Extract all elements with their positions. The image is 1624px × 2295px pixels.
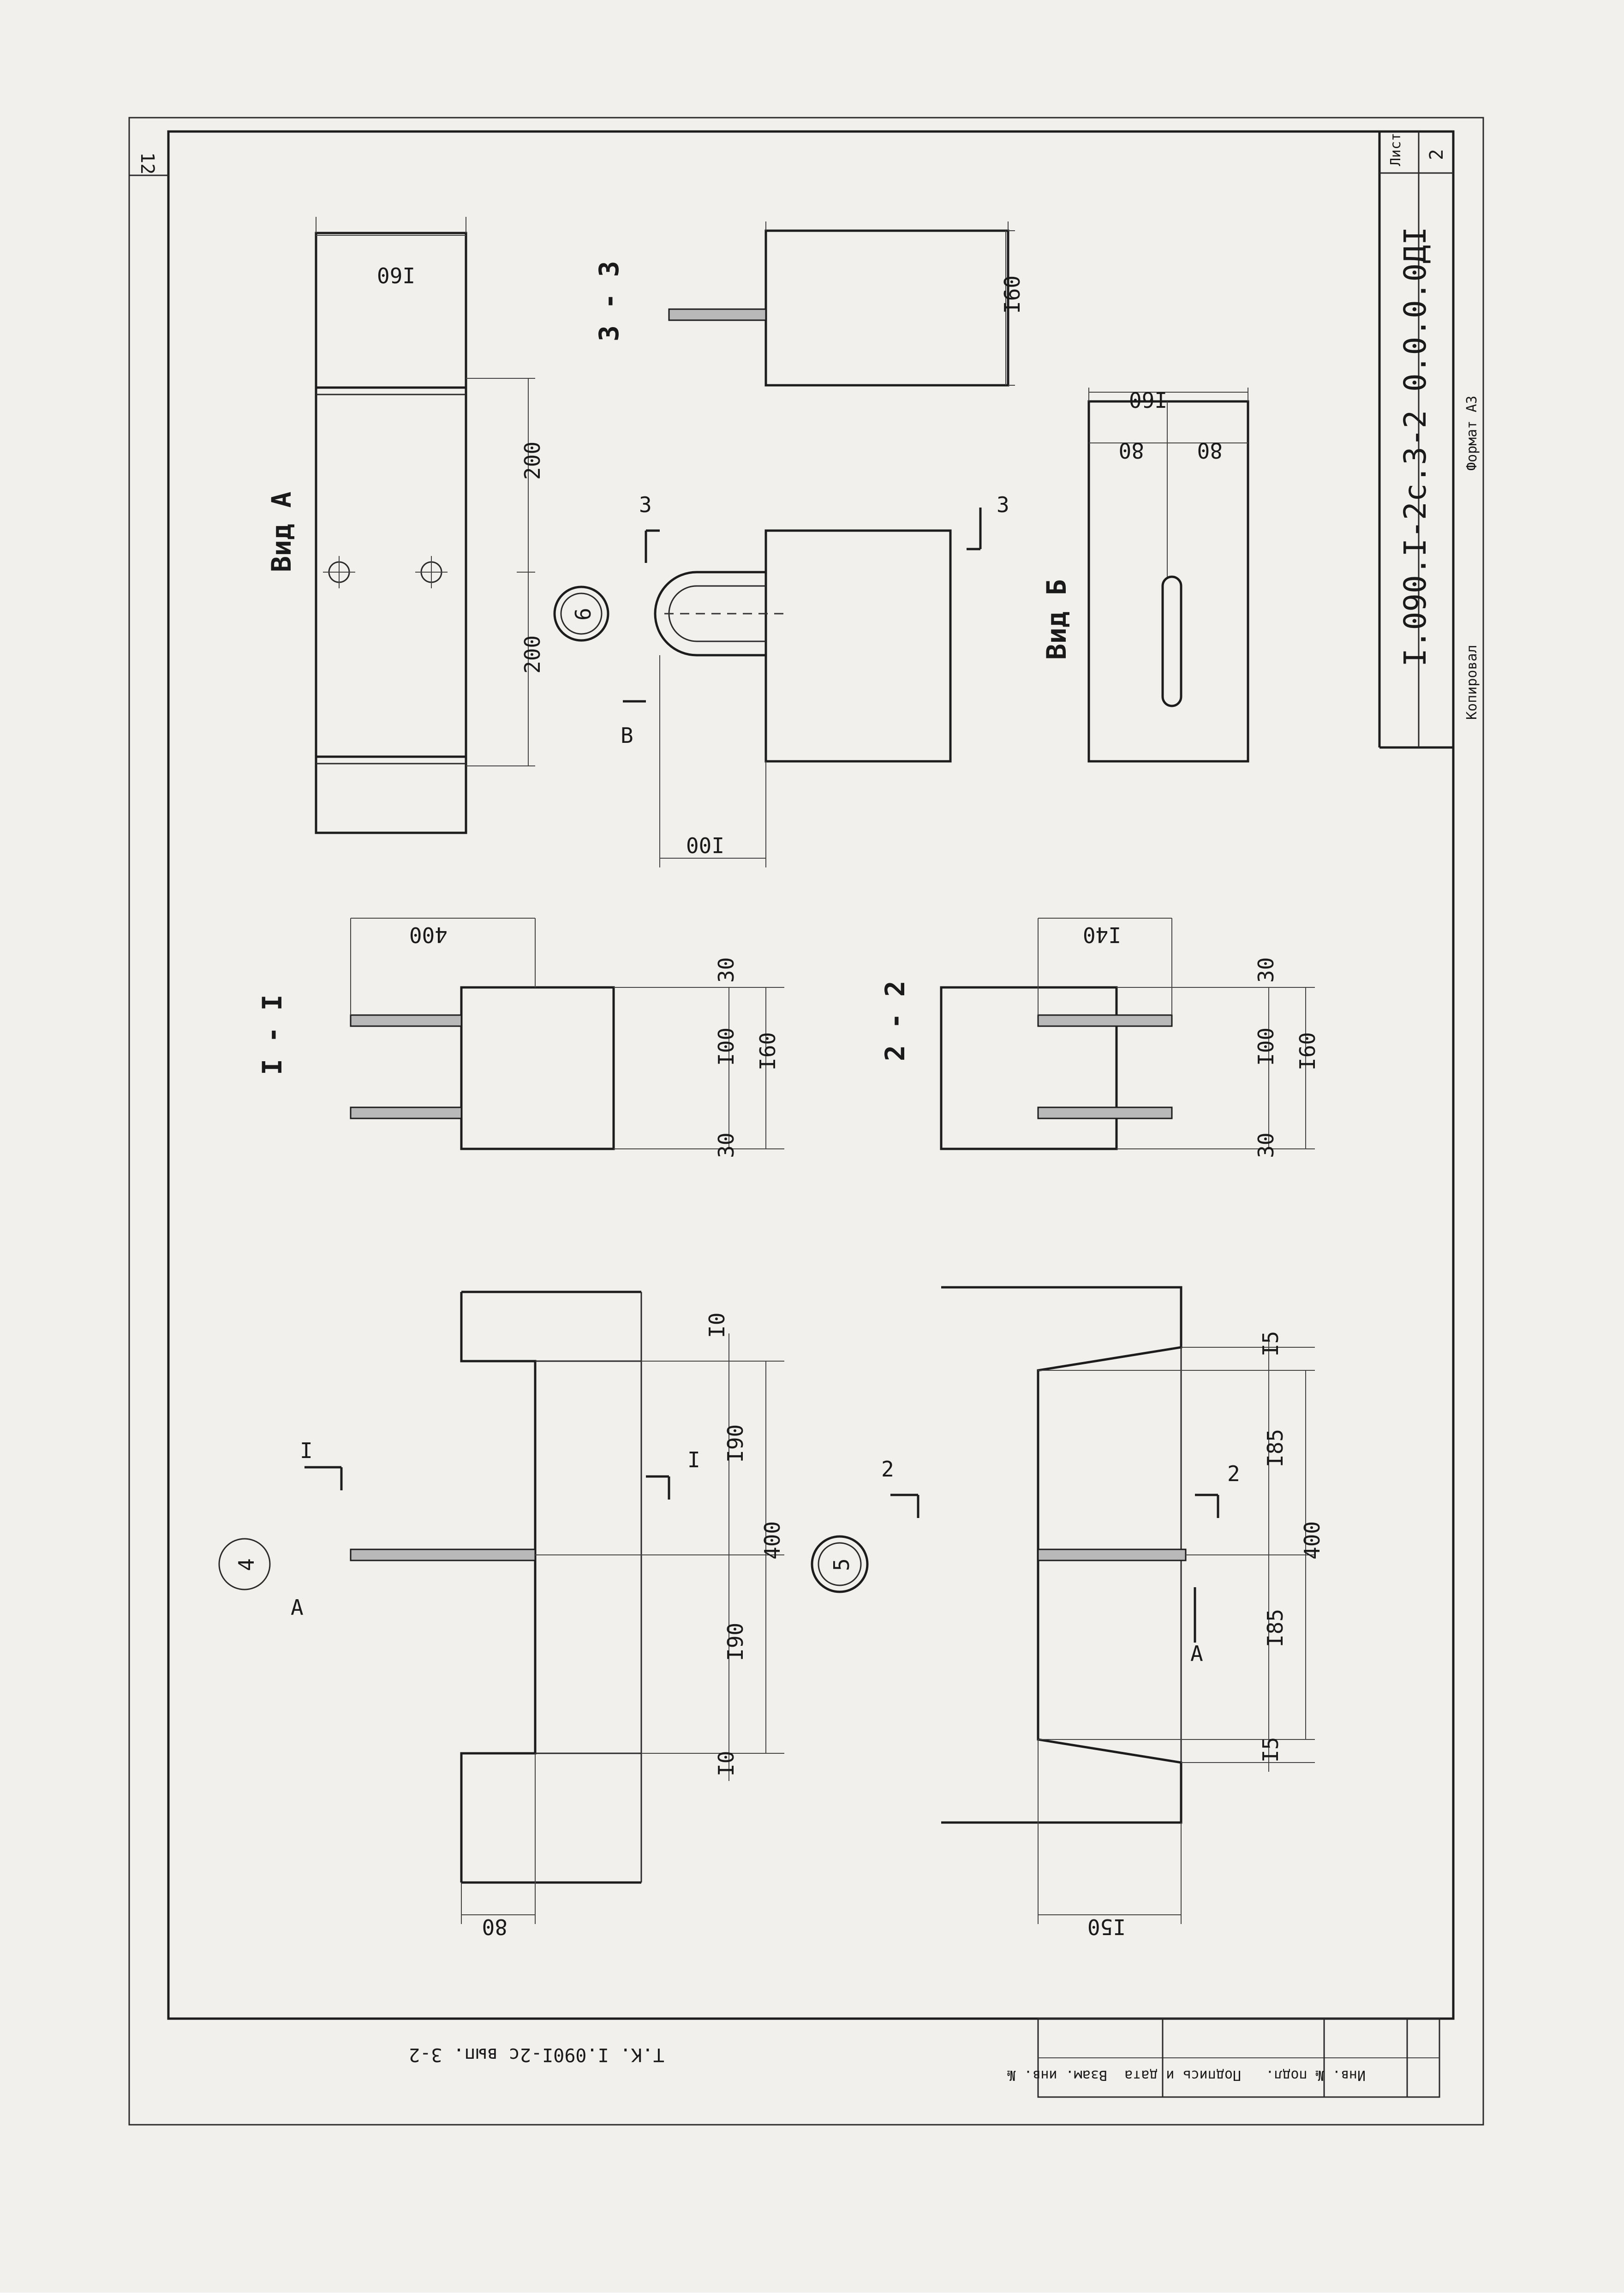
label-section-1-1: I - I [257,994,288,1075]
cut-3-top: 3 [639,492,652,517]
dim-vid-a-200-top: 200 [520,442,545,480]
section-2-2 [940,918,1315,1150]
element-5-plan [890,1286,1315,1924]
dim-element-5-185-bottom: I85 [1263,1609,1288,1647]
dim-section-1-1-100: I00 [714,1028,739,1066]
dim-vid-a-200-bottom: 200 [520,635,545,674]
dim-section-2-2-30-bottom: 30 [1254,1133,1278,1158]
dim-element-4-80: 80 [482,1914,508,1939]
arrow-b-label: В [621,723,633,748]
dim-section-2-2-160: I60 [1295,1032,1320,1070]
dim-section-2-2-140: I40 [1083,922,1121,947]
label-section-3-3: 3 - 3 [593,261,625,341]
format-label: Формат А3 [1464,395,1480,471]
cut-3-bottom: 3 [997,492,1009,517]
page-number: 12 [137,152,158,174]
label-section-2-2: 2 - 2 [879,980,911,1061]
dim-element-5-15-bottom: I5 [1258,1737,1283,1763]
dim-section-b-100: I00 [686,832,724,857]
dim-element-4-190-top: I90 [723,1424,748,1463]
label-vid-a: Вид А [266,491,297,572]
sheet-number: 2 [1426,149,1447,160]
marker-4-label: 4 [234,1558,259,1571]
arrow-a-element-4: А [291,1595,304,1620]
dim-vid-b-160: I60 [1129,387,1167,412]
drawing-designation: I.090.I-2с.3-2 0.0.0.0ДI [1397,227,1433,667]
element-4-plan [304,1291,784,1924]
view-b [1087,388,1249,763]
section-b-detail [623,508,982,867]
dim-section-3-3-160: I60 [1000,275,1025,314]
dim-section-2-2-100: I00 [1254,1028,1278,1066]
dim-section-2-2-30-top: 30 [1254,957,1278,983]
dim-element-4-190-bottom: I90 [723,1623,748,1661]
dim-section-1-1-30-bottom: 30 [714,1133,739,1158]
sheet-frame [128,117,1484,2126]
section-1-1 [350,918,784,1150]
dim-section-1-1-400: 400 [409,922,448,947]
marker-6-label: 6 [571,608,596,621]
cut-1-top: I [300,1438,313,1463]
dim-vid-a-160: I60 [377,263,415,287]
view-a [315,217,535,834]
cut-2-top: 2 [881,1457,894,1482]
marker-4 [218,1538,271,1590]
dim-section-1-1-160: I60 [755,1032,780,1070]
marker-5-label: 5 [829,1558,854,1571]
arrow-a-element-5: А [1190,1641,1203,1666]
dim-section-1-1-30-top: 30 [714,957,739,983]
dim-element-4-10-top: I0 [705,1313,729,1338]
dim-vid-b-80-right: 80 [1197,438,1223,463]
marker-6 [553,586,609,642]
dim-vid-b-80-left: 80 [1119,438,1144,463]
dim-element-5-150: I50 [1087,1914,1126,1939]
cut-1-bottom: I [687,1447,700,1472]
sheet-label: Лист [1388,133,1404,166]
stamp-inv-podl: Инв. № подл. [1266,2067,1366,2083]
dim-element-4-400: 400 [760,1521,785,1560]
dim-element-4-10-bottom: I0 [714,1751,739,1776]
label-vid-b: Вид Б [1041,579,1072,660]
dim-element-5-185-top: I85 [1263,1429,1288,1467]
series-label: Т.К. I.090I-2с вып. 3-2 [409,2044,664,2065]
marker-5 [811,1535,869,1593]
dim-element-5-15-top: I5 [1258,1331,1283,1357]
copied-by-label: Копировал [1464,645,1480,720]
section-3-3 [668,221,1015,387]
dim-element-5-400: 400 [1300,1521,1325,1560]
cut-2-bottom: 2 [1227,1461,1240,1486]
stamp-vzam-inv: Взам. инв. № [1007,2067,1107,2083]
stamp-sign-date: Подпись и дата [1124,2067,1241,2083]
